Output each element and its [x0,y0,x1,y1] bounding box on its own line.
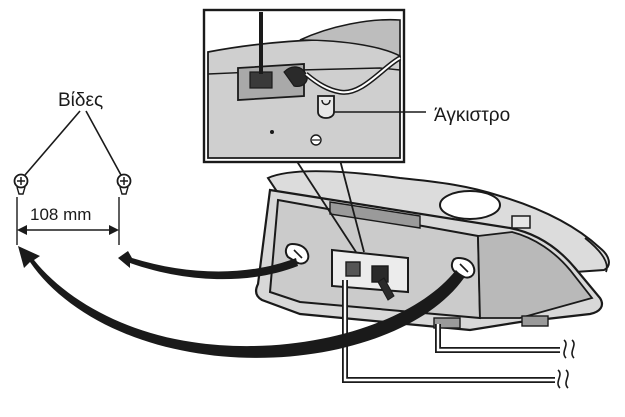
screws-group: Βίδες 108 mm [13,90,132,245]
base-foot [521,315,549,327]
hook [317,95,335,119]
line-cords [342,280,575,389]
handset-earpiece [439,190,501,220]
screw-icon [13,173,29,195]
telephone-base [255,170,610,332]
hook-label: Άγκιστρο [434,105,510,126]
screws-label: Βίδες [58,90,103,111]
distance-label: 108 mm [30,205,91,224]
base-side-face [477,231,594,319]
cord-break-mark [563,339,575,359]
dimension-line [17,225,119,235]
callout-line-right [339,159,365,253]
callout-line-left [295,159,357,253]
base-foot [433,317,461,329]
screw-icon [116,173,132,195]
cord-break-mark [557,369,569,389]
arrow-short [118,251,298,280]
mounting-arrows [18,246,464,358]
screws-pointer-right [85,110,122,176]
handset-cord [584,237,608,273]
keyhole-mount-left [284,242,310,265]
connector-well [331,248,409,301]
inset-content [207,12,402,159]
screws-pointer-left [24,110,81,176]
base-clip [511,215,531,229]
detail-inset: Άγκιστρο [202,8,510,253]
arrow-long [18,246,464,358]
